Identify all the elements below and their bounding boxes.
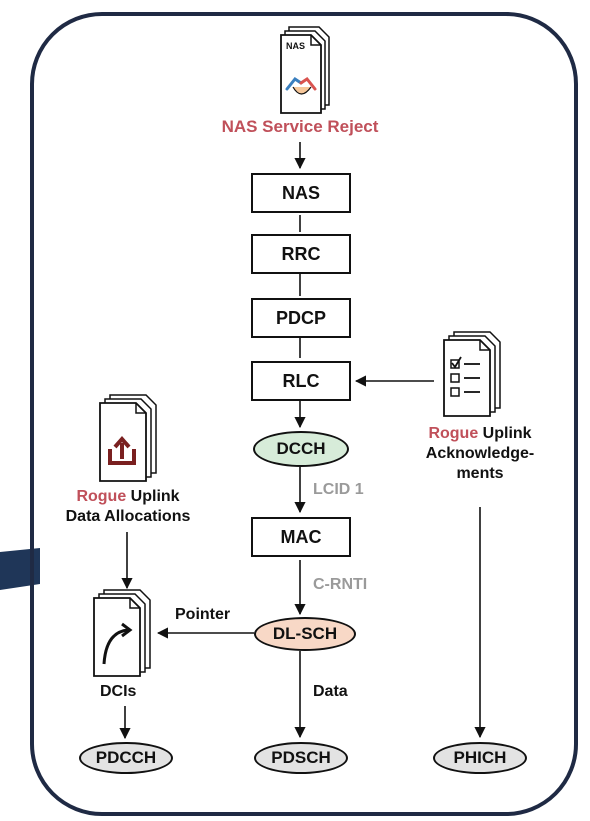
handshake-document-icon: NAS bbox=[280, 26, 330, 114]
pdsch-oval: PDSCH bbox=[254, 742, 348, 774]
phich-oval: PHICH bbox=[433, 742, 527, 774]
data-label: Data bbox=[313, 683, 348, 700]
curved-arrow-document-icon bbox=[93, 589, 151, 677]
rrc-box: RRC bbox=[251, 234, 351, 274]
frame bbox=[30, 12, 578, 816]
ack-line3: ments bbox=[456, 465, 504, 482]
pdcp-box: PDCP bbox=[251, 298, 351, 338]
dl-sch-oval: DL-SCH bbox=[254, 617, 356, 651]
checklist-document-icon bbox=[443, 331, 501, 417]
crnti-label: C-RNTI bbox=[313, 576, 368, 593]
alloc-line2: Data Allocations bbox=[65, 508, 191, 525]
pointer-label: Pointer bbox=[175, 606, 231, 623]
ack-line2: Acknowledge- bbox=[425, 445, 535, 462]
connector-arrows bbox=[119, 142, 486, 740]
rogue-word: Rogue bbox=[76, 488, 127, 505]
rlc-box: RLC bbox=[251, 361, 351, 401]
lcid-label: LCID 1 bbox=[313, 481, 364, 498]
dcch-oval: DCCH bbox=[253, 431, 349, 467]
mac-box: MAC bbox=[251, 517, 351, 557]
upload-document-icon bbox=[99, 394, 157, 482]
nas-service-reject-label: NAS Service Reject bbox=[221, 117, 379, 136]
rogue-word: Rogue bbox=[428, 425, 479, 442]
pdcch-oval: PDCCH bbox=[79, 742, 173, 774]
uplink-word: Uplink bbox=[482, 425, 532, 442]
dcis-label: DCIs bbox=[100, 683, 137, 700]
rogue-uplink-alloc-label: Rogue Uplink Data Allocations bbox=[38, 487, 218, 527]
nas-box: NAS bbox=[251, 173, 351, 213]
uplink-word: Uplink bbox=[130, 488, 180, 505]
rogue-uplink-ack-label: Rogue Uplink Acknowledge- ments bbox=[398, 424, 562, 484]
nas-doc-text: NAS bbox=[286, 41, 305, 51]
